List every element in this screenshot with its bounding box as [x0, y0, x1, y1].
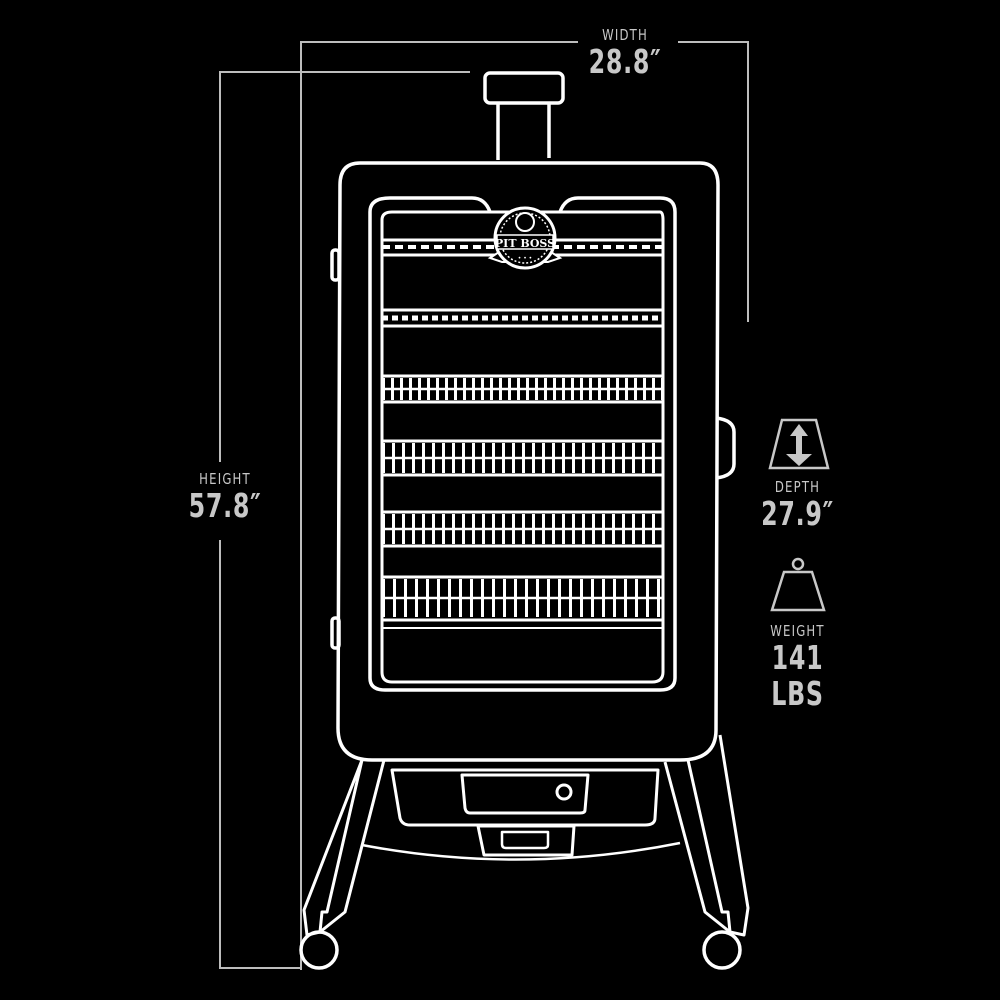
cooking-racks	[382, 238, 663, 629]
hopper-box	[390, 768, 660, 827]
leg-brace	[361, 841, 681, 861]
weight-icon	[770, 557, 826, 612]
height-value: 57.8″	[188, 486, 262, 525]
rack-3	[382, 374, 663, 404]
weight-value: 141 LBS	[771, 638, 824, 713]
weight-label: WEIGHT	[770, 622, 825, 640]
cabinet-body	[336, 161, 720, 762]
rack-4	[382, 439, 663, 477]
hinge-top	[330, 248, 341, 282]
dimension-lines	[219, 41, 749, 970]
left-wheel	[299, 930, 339, 970]
door-handle	[715, 416, 736, 480]
pit-boss-badge: PIT BOSS • • •	[487, 206, 563, 270]
height-dimension-line	[219, 71, 470, 462]
ash-drawer	[476, 824, 576, 857]
height-spec: HEIGHT 57.8″	[160, 470, 290, 524]
door-frame	[368, 196, 677, 692]
depth-value: 27.9″	[761, 494, 834, 533]
weight-spec: WEIGHT 141 LBS	[730, 622, 865, 712]
right-wheel	[702, 930, 742, 970]
width-label: WIDTH	[602, 26, 648, 44]
right-leg	[686, 734, 750, 937]
rack-5	[382, 510, 663, 548]
depth-spec: DEPTH 27.9″	[730, 478, 865, 532]
svg-text:• • •: • • •	[518, 255, 532, 262]
rack-2	[382, 308, 663, 328]
width-value: 28.8″	[588, 42, 662, 81]
height-label: HEIGHT	[199, 470, 251, 488]
width-dimension-line	[300, 41, 578, 970]
rack-6	[382, 575, 663, 629]
power-knob	[555, 783, 573, 801]
hinge-bottom	[330, 616, 341, 650]
depth-label: DEPTH	[774, 478, 821, 496]
smoker	[299, 71, 750, 970]
depth-arrow-icon	[768, 418, 830, 470]
drawer-handle	[500, 830, 550, 850]
left-leg	[302, 758, 364, 937]
controller-panel	[460, 773, 590, 815]
chimney-cap	[483, 71, 565, 105]
width-spec: WIDTH 28.8″	[560, 26, 690, 80]
svg-text:PIT BOSS: PIT BOSS	[495, 237, 555, 250]
